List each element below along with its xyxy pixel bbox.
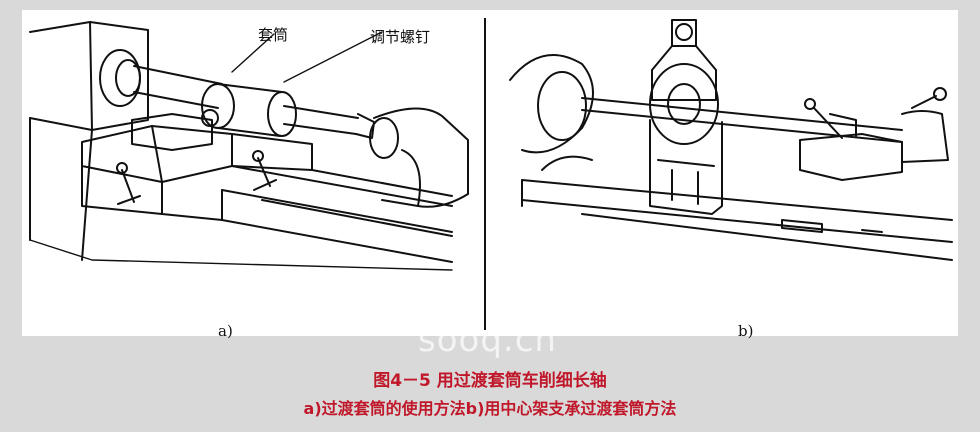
drawing-b	[509, 19, 953, 261]
figure-caption-subtitle: a)过渡套筒的使用方法b)用中心架支承过渡套筒方法	[303, 399, 677, 418]
lathe-drawings	[29, 19, 953, 271]
figure-caption-title: 图4－5 用过渡套筒车削细长轴	[373, 371, 607, 391]
sub-figure-label-a: a)	[218, 322, 233, 340]
panel-divider	[484, 18, 486, 330]
drawing-a	[29, 21, 469, 271]
callout-adjust-screw-label: 调节螺钉	[370, 28, 431, 46]
callout-sleeve-label: 套筒	[258, 26, 289, 44]
drawing-panel: 套筒 调节螺钉 a) b)	[22, 10, 958, 340]
watermark: sooq.cn	[418, 320, 557, 360]
sub-figure-label-b: b)	[738, 322, 754, 340]
